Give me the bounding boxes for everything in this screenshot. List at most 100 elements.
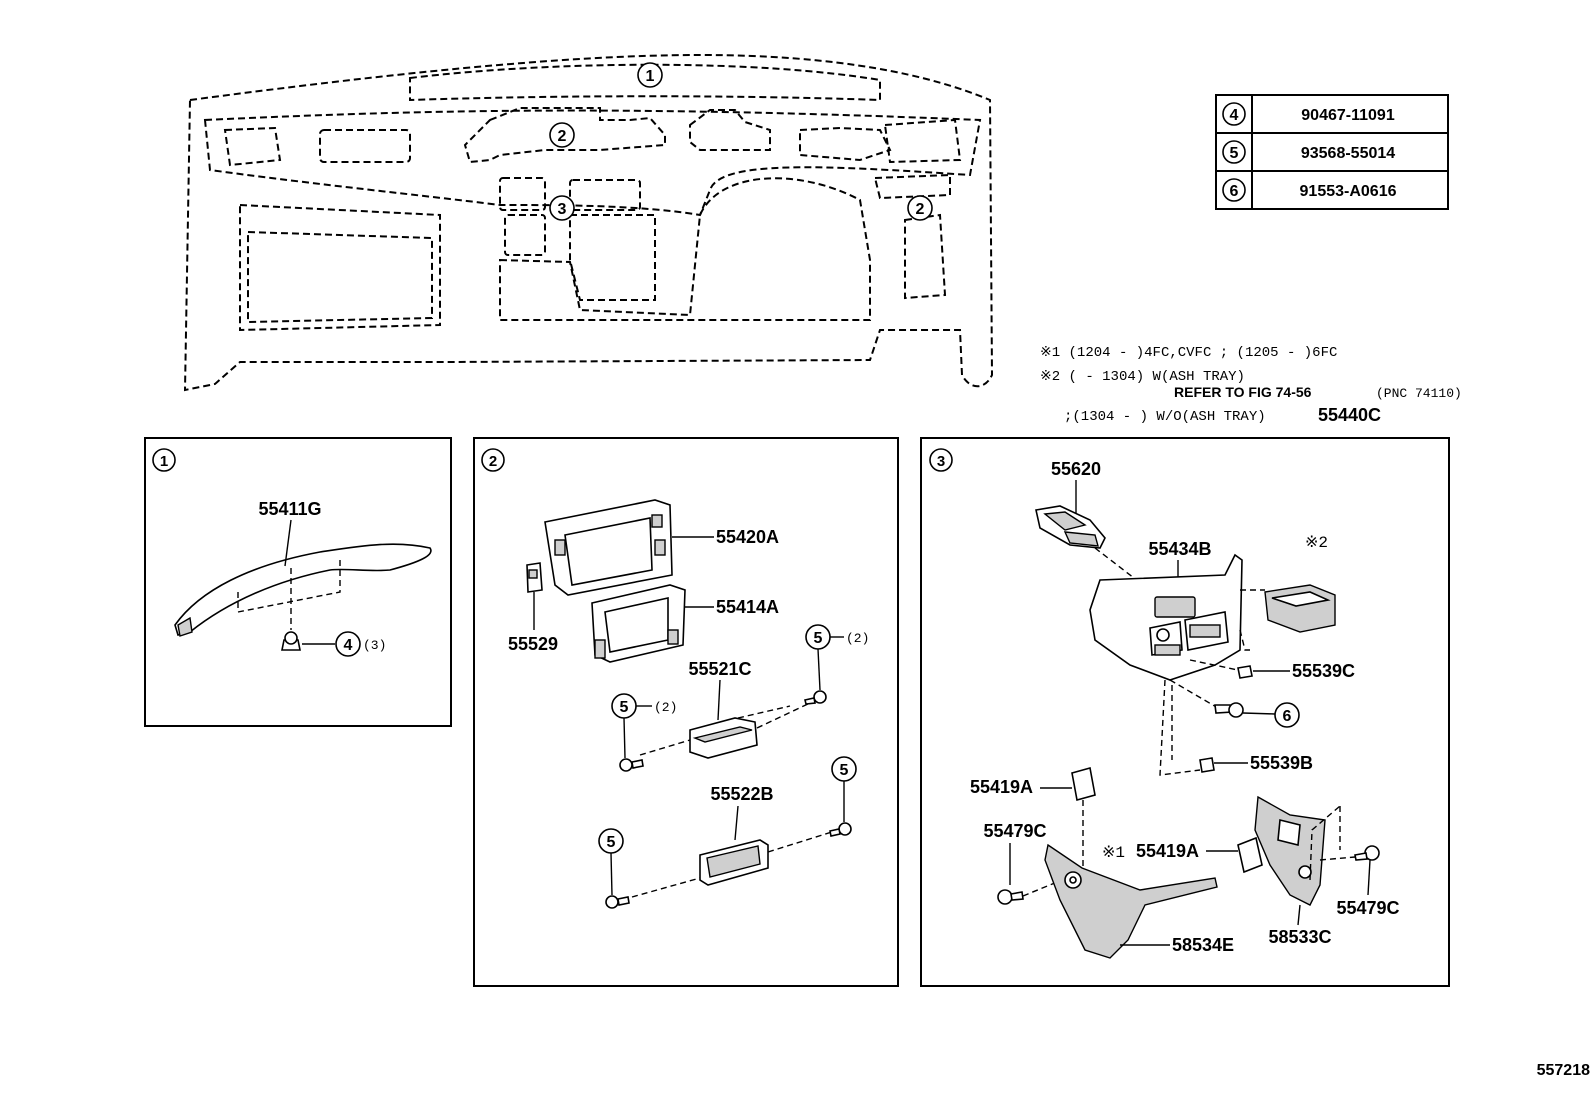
fastener-ref: 6	[1230, 183, 1239, 200]
note-line-3-pnc: (PNC 74110)	[1376, 386, 1462, 401]
part-55479C-right-label: 55479C	[1336, 898, 1399, 918]
callout-label: 6	[1283, 708, 1292, 725]
side-panel-58533C	[1254, 795, 1326, 906]
right-lower-cutout	[873, 173, 951, 200]
note-line-4: ;(1304 - ) W/O(ASH TRAY)	[1064, 409, 1266, 425]
box-number: 1	[160, 453, 168, 470]
overview-callout-2-top: 2	[549, 122, 575, 148]
note-line-2: ※2 ( - 1304) W(ASH TRAY)	[1040, 369, 1245, 385]
glovebox-inner	[247, 230, 433, 324]
qty-5-right-label: (2)	[846, 631, 869, 646]
part-55539B-label: 55539B	[1250, 753, 1313, 773]
part-55529-label: 55529	[508, 634, 558, 654]
overview-callout-1: 1	[637, 62, 663, 88]
upper-panel-part	[174, 543, 432, 636]
fastener-part-number: 90467-11091	[1301, 107, 1395, 124]
note-line-3-ref: REFER TO FIG 74-56	[1174, 384, 1312, 400]
center-vent-cutout	[499, 177, 546, 211]
dashboard-overview	[183, 53, 994, 392]
fastener-ref: 4	[1230, 107, 1239, 124]
unit-55414A	[591, 584, 686, 663]
switch-55539C	[1237, 665, 1253, 679]
part-58533C-label: 58533C	[1268, 927, 1331, 947]
pad-55419A-mid	[1237, 836, 1263, 874]
callout-label: 3	[558, 201, 567, 218]
fastener-row-4: 4 90467-11091	[1222, 102, 1395, 126]
part-55434B-label: 55434B	[1148, 539, 1211, 559]
fastener-row-5: 5 93568-55014	[1222, 140, 1395, 164]
screw-5-right-lower	[829, 822, 852, 837]
qty-5-left-label: (2)	[654, 700, 677, 715]
note-line-1: ※1 (1204 - )4FC,CVFC ; (1205 - )6FC	[1040, 345, 1337, 361]
detail-box-2: 2 55420A 55529 55414A 55521C	[473, 437, 899, 987]
figure-id: 557218	[1537, 1062, 1590, 1079]
overview-callout-2-right: 2	[907, 195, 933, 221]
part-55620-label: 55620	[1051, 459, 1101, 479]
center-panel-cutout	[569, 179, 641, 211]
callout-label: 2	[916, 201, 925, 218]
switch-55539B	[1199, 757, 1215, 773]
callout-label: 1	[646, 68, 655, 85]
right-vent-cutout	[799, 126, 892, 162]
part-55420A-label: 55420A	[716, 527, 779, 547]
part-55521C-label: 55521C	[688, 659, 751, 679]
center-stack-cutout	[569, 214, 656, 301]
fastener-row-6: 6 91553-A0616	[1222, 178, 1397, 202]
dashboard-outline	[183, 53, 994, 392]
hazard-cutout	[504, 214, 546, 256]
fastener-part-number: 91553-A0616	[1300, 183, 1397, 200]
pad-55419A-top	[1071, 766, 1096, 802]
clip-55479C-right	[1354, 845, 1380, 861]
cluster-cutout	[319, 129, 411, 163]
overview-callout-3: 3	[549, 195, 575, 221]
part-55411G-label: 55411G	[258, 499, 321, 519]
right-knee-cutout	[904, 213, 947, 300]
clip-4	[281, 631, 301, 651]
mark-2-label: ※2	[1305, 534, 1328, 552]
callout-label: 5	[840, 762, 849, 779]
bolt-6	[1214, 702, 1244, 718]
detail-box-1: 1 55411G 4 (3)	[144, 437, 452, 727]
dashboard-upper-panel	[203, 109, 982, 217]
bezel-55420A	[544, 499, 673, 596]
part-55419A-top-label: 55419A	[970, 777, 1033, 797]
part-58534E-label: 58534E	[1172, 935, 1234, 955]
mark-1-label: ※1	[1102, 844, 1125, 862]
screw-5-right-upper	[804, 690, 827, 705]
part-55539C-label: 55539C	[1292, 661, 1355, 681]
part-55479C-left-label: 55479C	[983, 821, 1046, 841]
callout-label: 5	[620, 699, 629, 716]
detail-box-3: 3 55620 55434B ※2	[920, 437, 1450, 987]
center-upper-cutout	[463, 107, 666, 164]
callout-label: 5	[814, 630, 823, 647]
callout-label: 4	[344, 637, 353, 654]
pocket-55521C	[689, 717, 758, 759]
part-55419A-mid-label: 55419A	[1136, 841, 1199, 861]
callout-label: 2	[558, 128, 567, 145]
part-55522B-label: 55522B	[710, 784, 773, 804]
screw-5-left-lower	[605, 895, 630, 909]
defroster-panel	[409, 63, 881, 102]
variant-notes: ※1 (1204 - )4FC,CVFC ; (1205 - )6FC ※2 (…	[1040, 345, 1462, 425]
bracket-55620	[1035, 505, 1106, 549]
panel-55522B	[699, 839, 769, 886]
fastener-table: 4 90467-11091 5 93568-55014 6 91553-A061…	[1215, 94, 1449, 210]
clip-55479C-left	[997, 889, 1024, 905]
note-line-4-part: 55440C	[1318, 405, 1381, 425]
lower-panel-58534E	[1044, 843, 1218, 959]
right-upper-cutout	[689, 109, 771, 151]
screw-5-left-upper	[619, 758, 644, 772]
far-right-cutout	[883, 118, 962, 164]
glovebox-outline	[239, 203, 441, 332]
box-number: 3	[937, 453, 945, 470]
ash-tray-mark-2	[1264, 584, 1336, 633]
fastener-ref: 5	[1230, 145, 1239, 162]
console-panel-55434B	[1089, 553, 1243, 681]
qty-4-label: (3)	[363, 638, 386, 653]
box-number: 2	[489, 453, 497, 470]
fastener-part-number: 93568-55014	[1301, 145, 1395, 162]
far-left-cutout	[223, 126, 282, 167]
part-55414A-label: 55414A	[716, 597, 779, 617]
callout-label: 5	[607, 834, 616, 851]
